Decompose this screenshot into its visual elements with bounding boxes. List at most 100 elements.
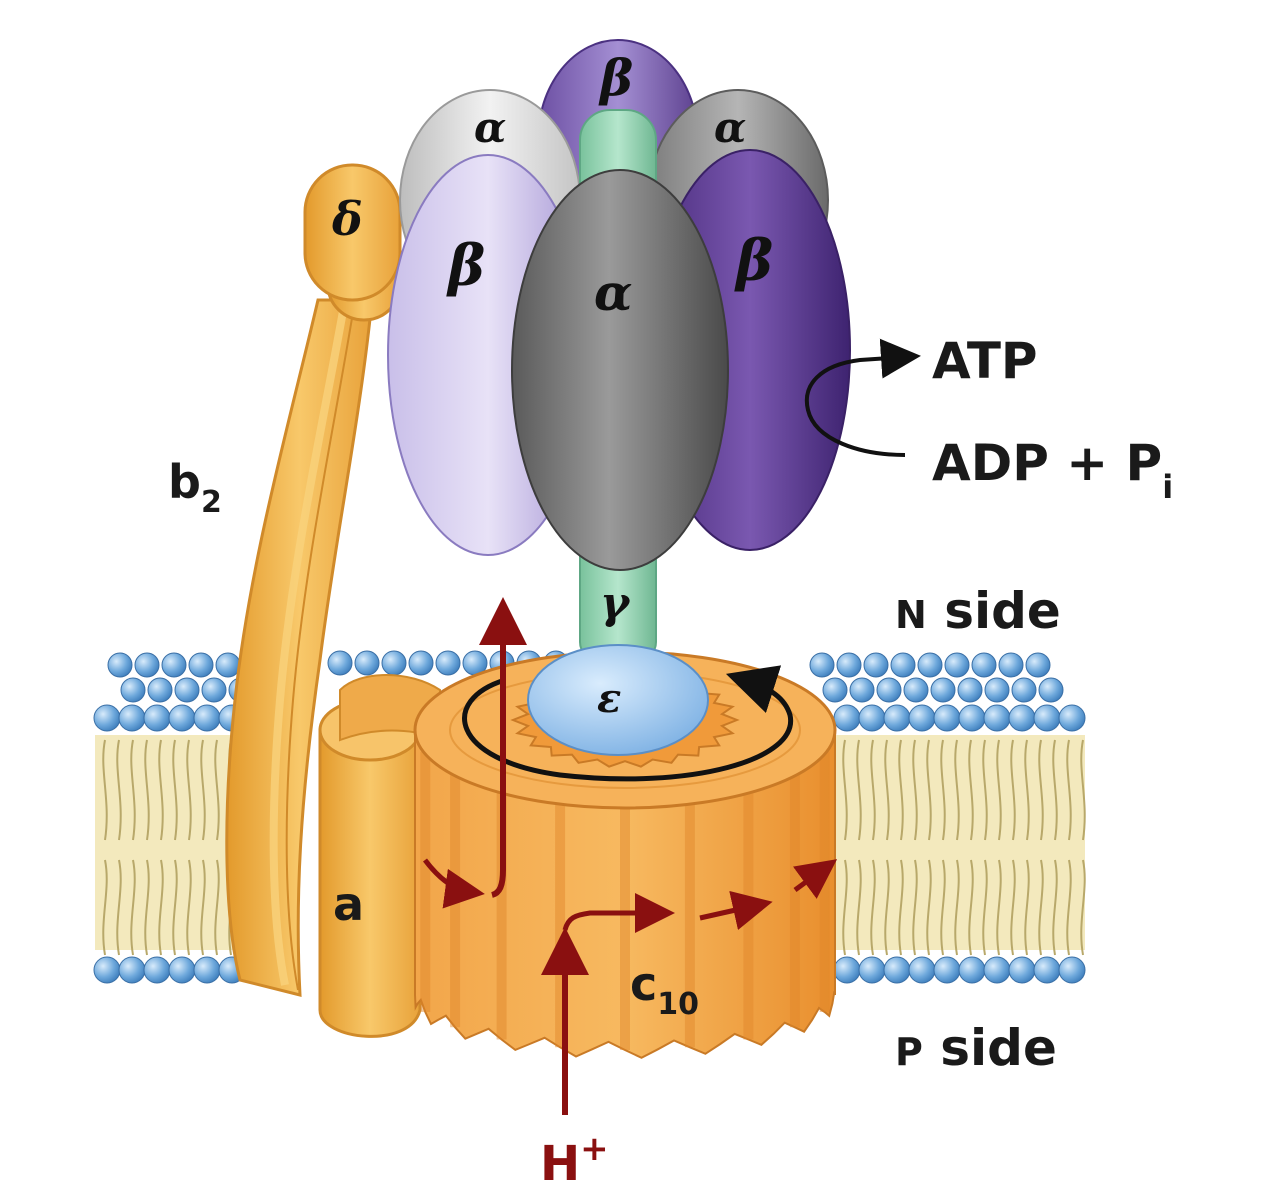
lipid-tail: [130, 859, 136, 956]
lipid-head: [908, 704, 936, 732]
lipid-tail: [1038, 859, 1044, 956]
lipid-head: [408, 650, 434, 676]
lipid-head: [120, 677, 146, 703]
lipid-tail: [1024, 739, 1030, 841]
lipid-tail: [102, 739, 108, 841]
lipid-head: [1025, 652, 1051, 678]
lipid-head: [833, 956, 861, 984]
lipid-tail: [968, 739, 974, 841]
lipid-tail: [200, 859, 206, 956]
epsilon-subunit: [527, 644, 709, 756]
lipid-head: [944, 652, 970, 678]
lipid-head: [143, 704, 171, 732]
lipid-tail: [982, 739, 988, 841]
lipid-tail: [1038, 739, 1044, 841]
lipid-tail: [214, 739, 220, 841]
lipid-tail: [172, 859, 178, 956]
lipid-tail: [1010, 739, 1016, 841]
lipid-tail: [856, 739, 862, 841]
lipid-tail: [1080, 739, 1086, 841]
lipid-head: [168, 704, 196, 732]
lipid-tail: [968, 859, 974, 956]
lipid-head: [118, 956, 146, 984]
a-label: a: [333, 877, 364, 931]
lipid-head: [890, 652, 916, 678]
lipid-tail: [912, 859, 918, 956]
lipid-head: [971, 652, 997, 678]
lipid-tail: [1010, 859, 1016, 956]
gamma-label: γ: [600, 578, 631, 629]
alpha-label-left: α: [474, 103, 506, 152]
lipid-head: [1058, 704, 1086, 732]
lipid-head: [822, 677, 848, 703]
lipid-head: [435, 650, 461, 676]
lipid-head: [201, 677, 227, 703]
lipid-tail: [172, 739, 178, 841]
lipid-head: [983, 956, 1011, 984]
lipid-tail: [116, 739, 122, 841]
lipid-tail: [996, 739, 1002, 841]
lipid-tail: [102, 859, 108, 956]
lipid-head: [930, 677, 956, 703]
lipid-head: [381, 650, 407, 676]
lipid-tail: [870, 739, 876, 841]
beta-label-top: β: [598, 48, 633, 107]
lipid-tail: [856, 859, 862, 956]
c10-label: c10: [630, 957, 699, 1022]
lipid-head: [933, 956, 961, 984]
lipid-head: [118, 704, 146, 732]
lipid-tail: [898, 859, 904, 956]
lipid-head: [958, 704, 986, 732]
lipid-tail: [214, 859, 220, 956]
lipid-tail: [954, 739, 960, 841]
lipid-heads: [93, 650, 1086, 984]
lipid-head: [903, 677, 929, 703]
lipid-head: [849, 677, 875, 703]
lipid-tail: [144, 739, 150, 841]
lipid-head: [1011, 677, 1037, 703]
h-plus-label: H+: [540, 1129, 609, 1192]
alpha-subunit-front: [511, 169, 729, 571]
beta-label-left: β: [446, 233, 485, 299]
lipid-tail: [940, 739, 946, 841]
lipid-head: [168, 956, 196, 984]
lipid-head: [1058, 956, 1086, 984]
lipid-head: [958, 956, 986, 984]
lipid-bilayer: [93, 650, 1086, 984]
lipid-head: [1033, 956, 1061, 984]
lipid-head: [93, 704, 121, 732]
lipid-tail: [870, 859, 876, 956]
lipid-tail: [842, 739, 848, 841]
lipid-tail: [996, 859, 1002, 956]
lipid-tail: [926, 739, 932, 841]
beta-label-right: β: [734, 228, 773, 294]
lipid-tail: [200, 739, 206, 841]
lipid-tail: [912, 739, 918, 841]
lipid-head: [354, 650, 380, 676]
lipid-tail: [1052, 859, 1058, 956]
lipid-tail: [1052, 739, 1058, 841]
lipid-head: [863, 652, 889, 678]
lipid-head: [215, 652, 241, 678]
rotation-arrow: [462, 665, 794, 782]
lipid-head: [134, 652, 160, 678]
adp-pi-label: ADP + Pi: [932, 434, 1173, 506]
lipid-head: [876, 677, 902, 703]
lipid-head: [143, 956, 171, 984]
lipid-head: [984, 677, 1010, 703]
lipid-tail: [130, 739, 136, 841]
lipid-head: [883, 704, 911, 732]
f1-head: [387, 39, 851, 661]
lipid-tail-region: [835, 735, 1085, 950]
lipid-head: [174, 677, 200, 703]
lipid-head: [193, 956, 221, 984]
alpha-label-right: α: [714, 103, 746, 152]
lipid-head: [836, 652, 862, 678]
lipid-tail: [884, 859, 890, 956]
lipid-head: [1038, 677, 1064, 703]
lipid-head: [161, 652, 187, 678]
lipid-tail: [116, 859, 122, 956]
lipid-tail: [144, 859, 150, 956]
lipid-tail: [1066, 859, 1072, 956]
lipid-tails: [95, 735, 1086, 956]
